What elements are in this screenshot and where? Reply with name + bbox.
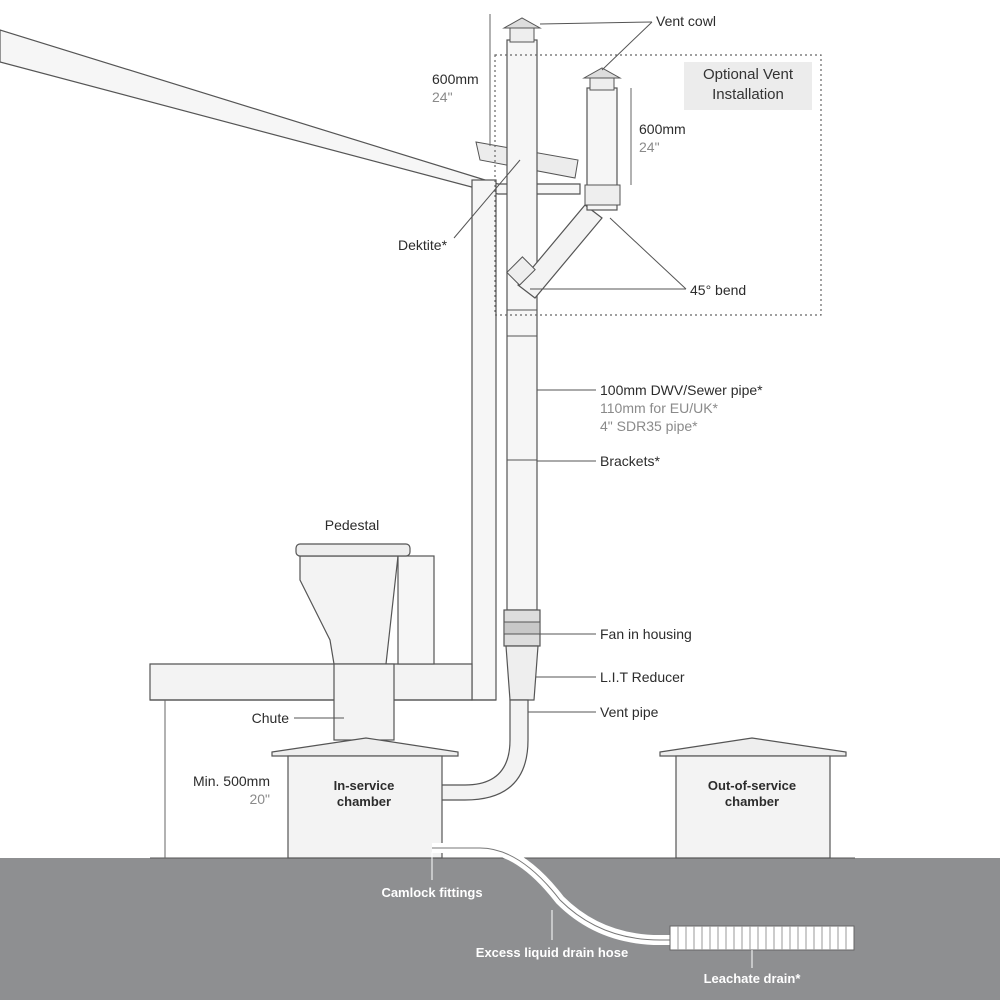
label-pipe-us: 4" SDR35 pipe* bbox=[600, 418, 698, 434]
label-pedestal: Pedestal bbox=[324, 517, 380, 533]
label-height-right-mm: 600mm bbox=[639, 121, 686, 137]
leader-dektite bbox=[453, 159, 521, 239]
label-pipe-main: 100mm DWV/Sewer pipe* bbox=[600, 382, 763, 398]
optional-cowl-body bbox=[589, 77, 615, 91]
leachate-drain-corrugation bbox=[677, 926, 847, 950]
label-45-bend: 45° bend bbox=[690, 282, 747, 298]
pedestal-back bbox=[397, 555, 435, 665]
in-service-chamber-body bbox=[287, 755, 443, 859]
label-brackets: Brackets* bbox=[600, 453, 660, 469]
label-vent-cowl: Vent cowl bbox=[656, 13, 716, 29]
vent-cowl-cap bbox=[502, 17, 542, 29]
drain-hose-outline bbox=[432, 847, 672, 941]
label-min-in: 20" bbox=[249, 791, 270, 807]
leader-vent-cowl bbox=[539, 21, 653, 25]
label-min-mm: Min. 500mm bbox=[192, 773, 270, 789]
lit-reducer bbox=[505, 645, 539, 701]
optional-bend-top bbox=[584, 184, 621, 206]
vent-cowl-body bbox=[509, 27, 535, 43]
label-drain-hose: Excess liquid drain hose bbox=[475, 945, 629, 960]
label-height-left-mm: 600mm bbox=[432, 71, 479, 87]
label-out-service-line2: chamber bbox=[724, 794, 780, 809]
roof bbox=[0, 29, 581, 195]
optional-vent-line1: Optional Vent bbox=[702, 66, 794, 83]
leachate-drain bbox=[669, 925, 855, 951]
label-height-left-in: 24" bbox=[432, 89, 453, 105]
out-service-chamber-body bbox=[675, 755, 831, 859]
label-pipe-eu: 110mm for EU/UK* bbox=[600, 400, 718, 416]
wall bbox=[471, 179, 497, 701]
label-dektite: Dektite* bbox=[398, 237, 448, 253]
bend-45-branch bbox=[517, 204, 603, 299]
chute bbox=[333, 663, 395, 741]
label-camlock: Camlock fittings bbox=[381, 885, 483, 900]
vent-pipe-main bbox=[506, 39, 538, 611]
optional-vent-line2: Installation bbox=[712, 86, 784, 103]
label-in-service-line1: In-service bbox=[333, 778, 395, 793]
optional-vent-box bbox=[494, 54, 822, 316]
fan-housing-band bbox=[503, 621, 541, 635]
vent-pipe-curve bbox=[439, 699, 529, 801]
label-height-right-in: 24" bbox=[639, 139, 660, 155]
label-out-service-line1: Out-of-service bbox=[707, 778, 797, 793]
out-service-chamber-lid bbox=[659, 737, 847, 757]
pedestal-seat bbox=[295, 543, 411, 557]
leader-lines bbox=[294, 21, 753, 968]
leader-45-bend-a bbox=[609, 217, 687, 290]
label-in-service-line2: chamber bbox=[336, 794, 392, 809]
floor-slab bbox=[149, 663, 473, 701]
label-chute: Chute bbox=[251, 710, 289, 726]
pedestal bbox=[299, 555, 399, 665]
label-leachate: Leachate drain* bbox=[703, 971, 801, 986]
leader-vent-cowl-optional bbox=[601, 21, 653, 71]
label-fan: Fan in housing bbox=[600, 626, 692, 642]
label-reducer: L.I.T Reducer bbox=[600, 669, 685, 685]
optional-vent-installation-label: Optional Vent Installation bbox=[684, 62, 812, 110]
bend-45-coupler bbox=[506, 256, 536, 286]
in-service-chamber-lid bbox=[271, 737, 459, 757]
optional-cowl-cap bbox=[582, 67, 622, 79]
label-vent-pipe: Vent pipe bbox=[600, 704, 659, 720]
